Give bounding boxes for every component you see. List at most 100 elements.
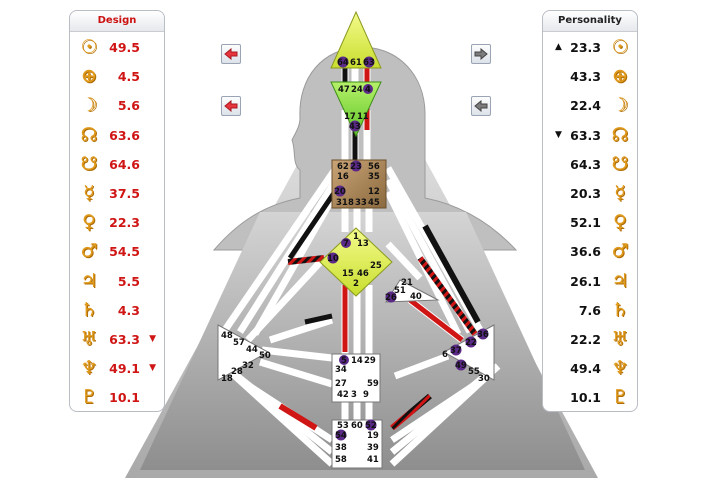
personality-row-sun: ☉23.3▲ — [543, 33, 637, 62]
gate-15: 15 — [342, 269, 354, 279]
personality-gate-line-value: 22.2 — [570, 331, 601, 347]
design-row-pluto: ♇10.1 — [70, 383, 164, 412]
personality-back-button[interactable] — [471, 96, 491, 116]
design-gate-line-value: 49.5 — [109, 40, 140, 55]
personality-gate-line-value: 22.4 — [570, 98, 601, 114]
g-center — [319, 227, 393, 297]
design-row-north-node: ☊63.6 — [70, 121, 164, 150]
gate-48: 48 — [221, 331, 233, 341]
design-row-neptune: ♆ 49.1 ▼ — [70, 354, 164, 383]
design-row-saturn: ♄4.3 — [70, 296, 164, 325]
personality-gate-line-value: 36.6 — [570, 244, 601, 260]
gate-16: 16 — [337, 172, 349, 182]
gate-29: 29 — [364, 356, 376, 366]
gate-63: 63 — [363, 58, 375, 68]
gate-37: 37 — [450, 346, 462, 356]
detriment-triangle-icon: ▼ — [555, 129, 562, 140]
neptune-icon: ♆ — [80, 357, 98, 380]
south-node-icon: ☋ — [611, 152, 629, 175]
gate-12: 12 — [368, 187, 380, 197]
personality-row-venus: ♀ 52.1 — [543, 208, 637, 237]
gate-59: 59 — [367, 379, 379, 389]
design-row-south-node: ☋64.6 — [70, 150, 164, 179]
head-center — [330, 10, 382, 69]
gate-21: 21 — [401, 278, 413, 288]
gate-6: 6 — [442, 350, 448, 360]
personality-row-moon: ☽ 22.4 — [543, 91, 637, 120]
moon-icon: ☽ — [611, 94, 629, 117]
personality-row-uranus: ♅22.2 — [543, 325, 637, 354]
sun-icon: ☉ — [80, 36, 98, 58]
gate-3: 3 — [351, 390, 357, 400]
north-node-icon: ☊ — [80, 123, 98, 146]
design-back-button[interactable] — [221, 96, 241, 116]
gate-45: 45 — [368, 198, 380, 208]
gate-58: 58 — [335, 455, 347, 465]
gate-54: 54 — [335, 431, 347, 441]
uranus-icon: ♅ — [80, 327, 98, 350]
gate-64: 64 — [337, 58, 349, 68]
personality-title: Personality — [543, 11, 637, 32]
gray-arrow-right-icon — [474, 48, 488, 60]
design-row-mercury: ☿37.5 — [70, 179, 164, 208]
personality-gate-line-value: 49.4 — [570, 361, 601, 377]
design-row-earth: ⊕4.5 — [70, 62, 164, 91]
gate-1: 1 — [353, 232, 359, 242]
design-forward-button[interactable] — [221, 44, 241, 64]
gate-7: 7 — [343, 239, 349, 249]
personality-forward-button[interactable] — [471, 44, 491, 64]
gate-5: 5 — [341, 356, 347, 366]
design-gate-line-value: 64.6 — [109, 156, 140, 172]
gate-25: 25 — [370, 261, 382, 271]
personality-rows: ☉23.3▲⊕43.3☽22.4☊63.3▼☋64.3☿20.3♀52.1♂36… — [543, 33, 637, 412]
gate-56: 56 — [368, 162, 380, 172]
ajna-center — [330, 81, 382, 138]
personality-panel: Personality ☉23.3▲⊕43.3☽22.4☊63.3▼☋64.3☿… — [542, 10, 638, 412]
design-row-venus: ♀ 22.3 — [70, 208, 164, 237]
design-gate-line-value: 49.1 — [109, 361, 140, 377]
gate-23: 23 — [350, 162, 362, 172]
gate-20: 20 — [334, 187, 346, 197]
body-trapezoid — [140, 212, 585, 470]
gate-18: 18 — [221, 374, 233, 384]
design-gate-line-value: 22.3 — [109, 215, 140, 231]
venus-icon: ♀ — [613, 211, 627, 234]
personality-gate-line-value: 20.3 — [570, 185, 601, 201]
personality-row-saturn: ♄7.6 — [543, 296, 637, 325]
gate-34: 34 — [335, 365, 347, 375]
detriment-triangle-icon: ▼ — [149, 363, 156, 374]
design-panel: Design ☉49.5⊕4.5☽5.6☊63.6☋64.6☿37.5♀22.3… — [69, 10, 165, 412]
gate-39: 39 — [367, 443, 379, 453]
personality-row-jupiter: ♃26.1 — [543, 267, 637, 296]
gate-40: 40 — [410, 292, 422, 302]
pluto-icon: ♇ — [611, 386, 629, 409]
design-gate-line-value: 54.5 — [109, 244, 140, 260]
design-title: Design — [70, 11, 164, 32]
personality-gate-line-value: 10.1 — [570, 390, 601, 406]
personality-row-neptune: ♆49.4 — [543, 354, 637, 383]
north-node-icon: ☊ — [611, 123, 629, 146]
personality-row-south-node: ☋64.3 — [543, 150, 637, 179]
gate-8: 8 — [348, 198, 354, 208]
personality-gate-line-value: 23.3 — [570, 40, 601, 55]
gate-24: 24 — [351, 85, 363, 95]
mars-icon: ♂ — [611, 240, 629, 263]
gate-47: 47 — [338, 85, 350, 95]
gate-27: 27 — [335, 379, 347, 389]
gate-9: 9 — [363, 390, 369, 400]
gate-2: 2 — [353, 279, 359, 289]
gate-51: 51 — [394, 286, 406, 296]
venus-icon: ♀ — [82, 211, 96, 234]
earth-icon: ⊕ — [81, 65, 97, 88]
gate-55: 55 — [468, 367, 480, 377]
gate-62: 62 — [337, 162, 349, 172]
detriment-triangle-icon: ▼ — [149, 333, 156, 344]
red-arrow-left-icon — [224, 100, 238, 112]
design-rows: ☉49.5⊕4.5☽5.6☊63.6☋64.6☿37.5♀22.3♂54.5♃5… — [70, 33, 164, 412]
personality-gate-line-value: 52.1 — [570, 215, 601, 231]
